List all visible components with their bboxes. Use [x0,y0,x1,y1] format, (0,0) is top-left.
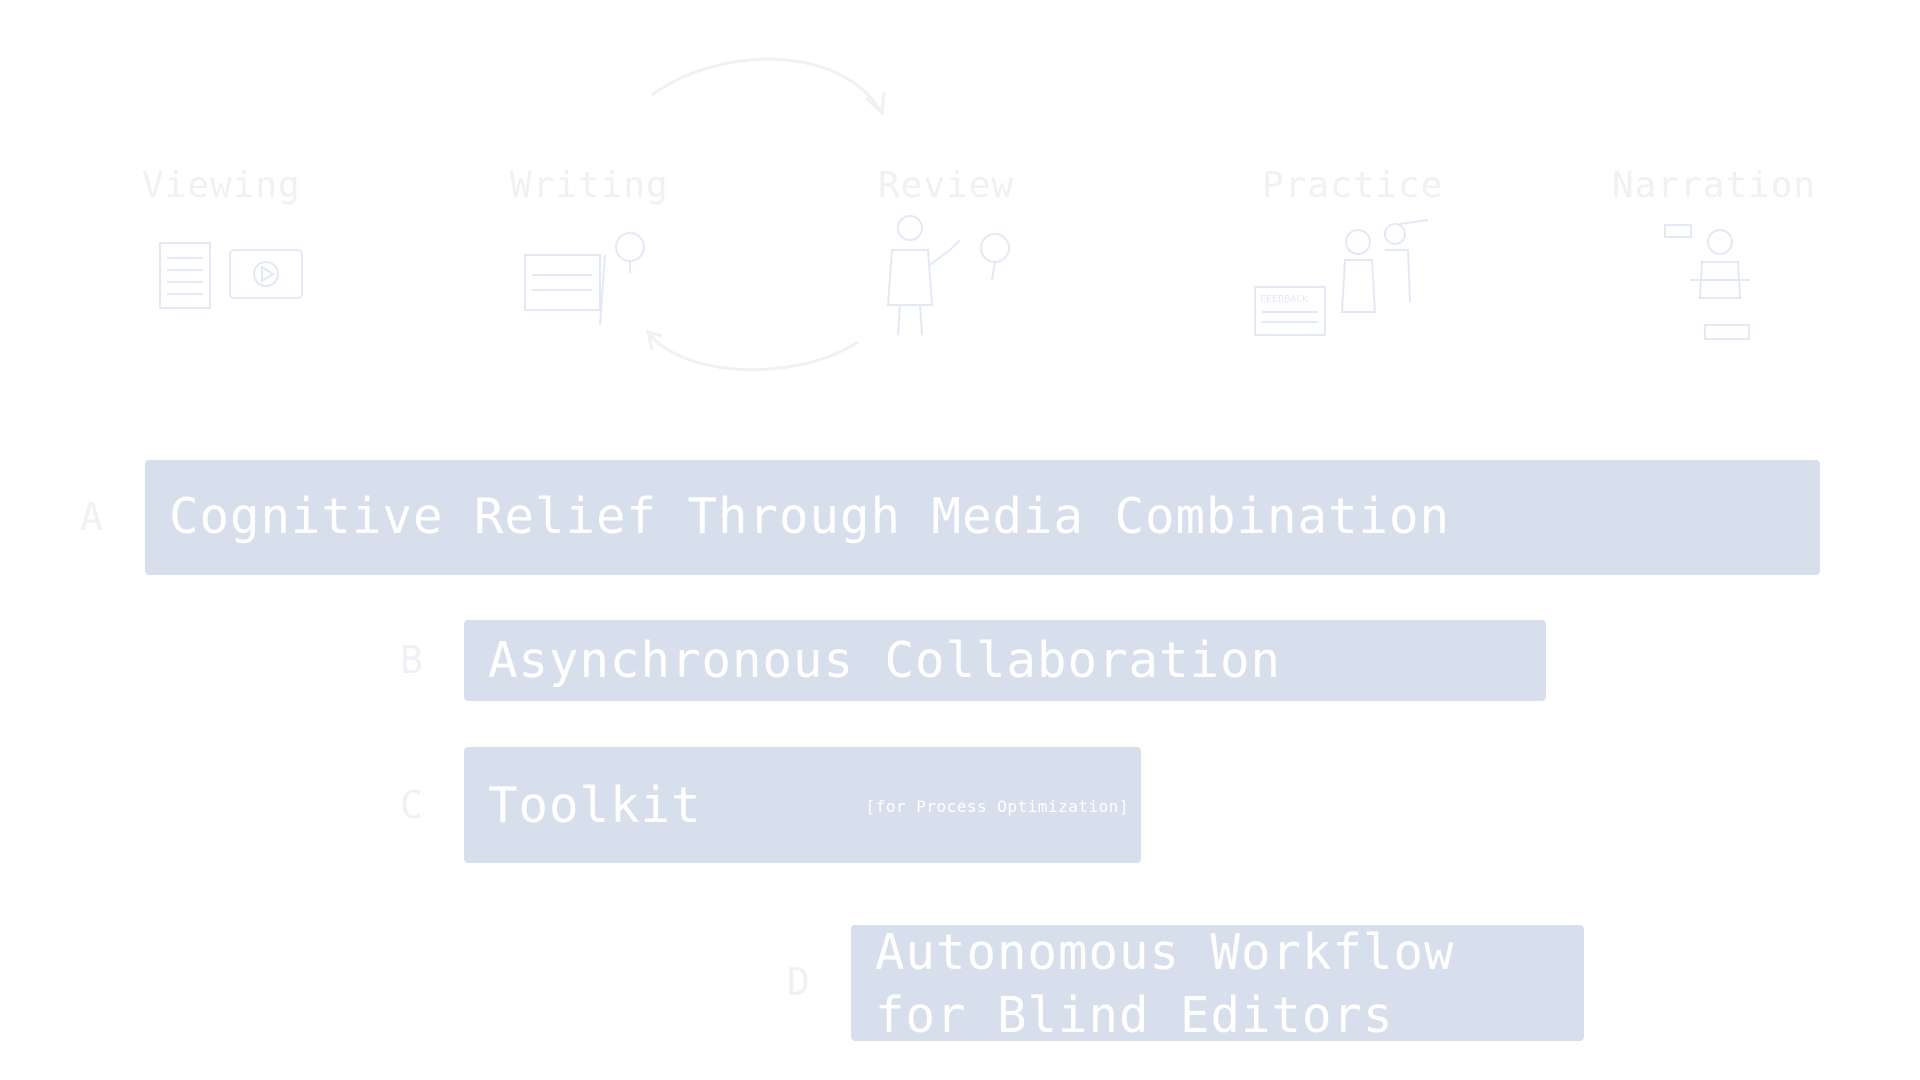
bar-a-letter: A [80,495,103,539]
bar-c-sublabel: [for Process Optimization] [865,797,1129,816]
stage-narration-label: Narration [1612,165,1817,206]
bar-d-label: Autonomous Workflow for Blind Editors [875,924,1455,1044]
forward-arrowhead [864,91,886,117]
bar-a: Cognitive Relief Through Media Combinati… [145,460,1820,575]
bar-c: Toolkit [for Process Optimization] [464,747,1141,863]
bar-b: Asynchronous Collaboration [464,620,1546,701]
stage-writing-label: Writing [510,165,669,206]
narrator-recording-icon [1664,224,1750,340]
reviewer-icon [886,215,1010,336]
writing-idea-icon [524,232,645,326]
bar-d: Autonomous Workflow for Blind Editors [851,924,1584,1044]
backward-arrow [648,334,859,372]
bar-b-letter: B [400,638,423,682]
forward-arrow [651,57,882,111]
backward-arrowhead [645,329,663,351]
document-video-icon [159,242,303,309]
stage-review-label: Review [878,165,1015,206]
bar-c-label: Toolkit [488,777,702,834]
bar-a-label: Cognitive Relief Through Media Combinati… [169,488,1451,545]
stage-practice-label: Practice [1262,165,1444,206]
feedback-practice-icon: FEEDBACK [1254,219,1429,336]
bar-b-label: Asynchronous Collaboration [488,632,1282,689]
stage-viewing-label: Viewing [142,165,301,206]
feedback-text: FEEDBACK [1260,294,1308,305]
bar-d-letter: D [787,960,810,1004]
bar-c-letter: C [400,783,423,827]
